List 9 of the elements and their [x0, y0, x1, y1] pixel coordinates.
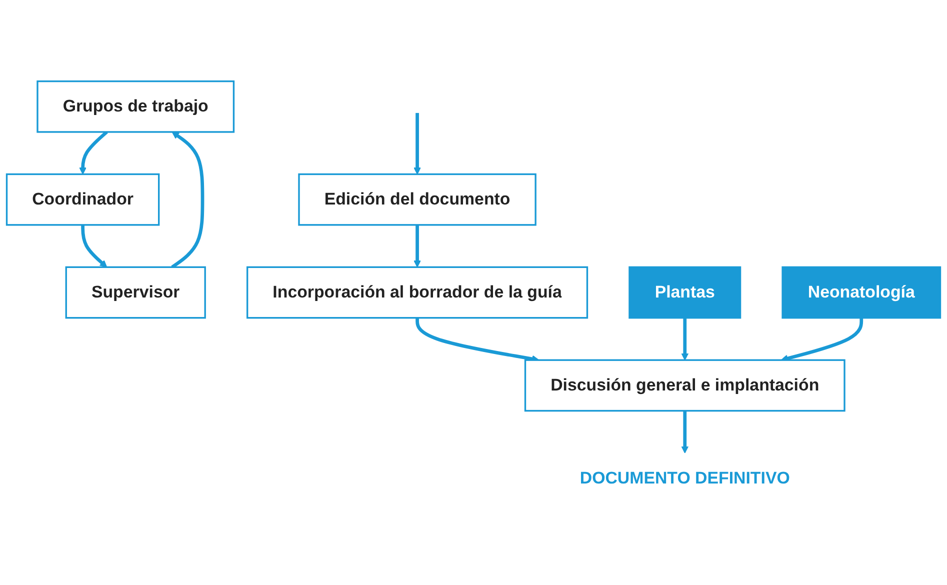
node-box: Edición del documento — [298, 173, 536, 226]
node-box: Neonatología — [782, 266, 942, 319]
node-text: DOCUMENTO DEFINITIVO — [580, 469, 790, 488]
node-box: Grupos de trabajo — [36, 80, 235, 133]
node-box: Incorporación al borrador de la guía — [246, 266, 588, 319]
node-box: Discusión general e implantación — [524, 359, 846, 412]
node-box: Supervisor — [65, 266, 206, 319]
node-box: Coordinador — [6, 173, 160, 226]
node-box: Plantas — [628, 266, 742, 319]
